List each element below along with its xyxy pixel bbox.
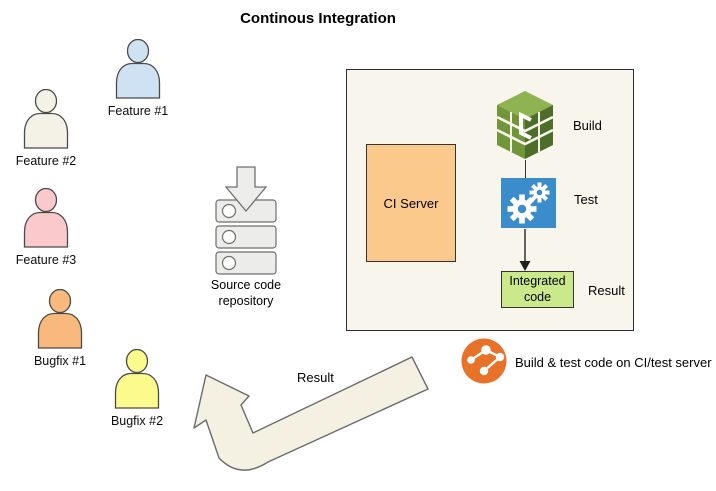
codebuild-cube-icon bbox=[496, 91, 554, 159]
ci-server-label: CI Server bbox=[383, 195, 439, 211]
git-network-icon bbox=[461, 338, 507, 384]
person-icon bbox=[115, 39, 161, 99]
actor-label: Bugfix #1 bbox=[33, 354, 87, 368]
feedback-arrow-label: Result bbox=[297, 370, 334, 385]
gears-icon bbox=[501, 178, 556, 228]
connector-build-test bbox=[524, 160, 526, 178]
server-stack-download-icon bbox=[215, 166, 277, 275]
actor-feature-2: Feature #2 bbox=[0, 89, 92, 168]
person-icon bbox=[23, 89, 69, 149]
actor-label: Feature #2 bbox=[15, 154, 77, 168]
result-step-label: Result bbox=[588, 283, 625, 298]
connector-test-result-arrow bbox=[519, 229, 531, 271]
actor-feature-1: Feature #1 bbox=[92, 39, 184, 118]
person-icon bbox=[23, 188, 69, 248]
actor-bugfix-1: Bugfix #1 bbox=[14, 289, 106, 368]
person-icon bbox=[114, 349, 160, 409]
feedback-arrow bbox=[193, 356, 429, 471]
actor-bugfix-2: Bugfix #2 bbox=[91, 349, 183, 428]
repository-label: Source code repository bbox=[210, 278, 282, 308]
person-icon bbox=[37, 289, 83, 349]
actor-label: Bugfix #2 bbox=[110, 414, 164, 428]
build-step-label: Build bbox=[573, 118, 602, 133]
actor-label: Feature #1 bbox=[107, 104, 169, 118]
ci-server-node: CI Server bbox=[366, 144, 456, 262]
actor-feature-3: Feature #3 bbox=[0, 188, 92, 267]
test-step-label: Test bbox=[574, 192, 598, 207]
integrated-code-node: Integrated code bbox=[501, 271, 574, 308]
diagram-title: Continous Integration bbox=[240, 10, 396, 27]
legend-caption: Build & test code on CI/test server bbox=[515, 355, 712, 370]
integrated-code-label: Integrated code bbox=[509, 273, 566, 304]
actor-label: Feature #3 bbox=[15, 253, 77, 267]
